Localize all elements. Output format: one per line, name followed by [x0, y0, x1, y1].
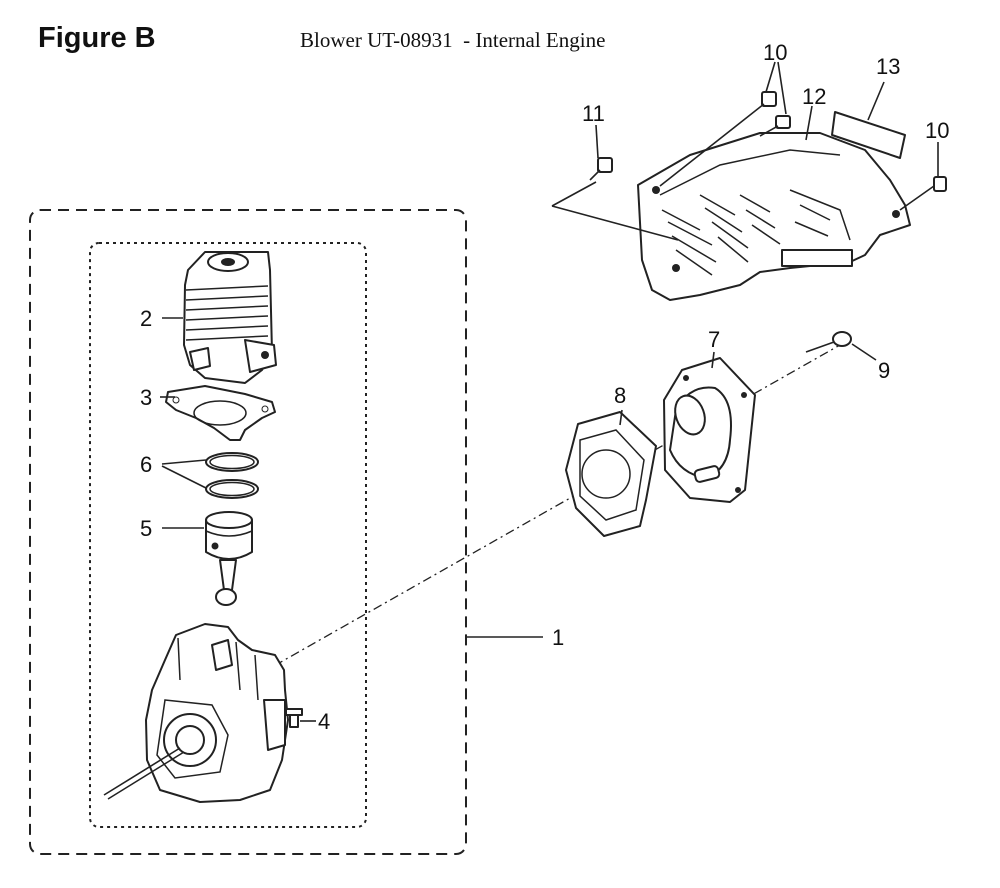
callout-11: 11	[582, 101, 605, 126]
muffler-gasket-part	[565, 411, 657, 537]
callout-10-upper: 10	[763, 40, 787, 65]
inner-kit-boundary	[89, 242, 367, 828]
callout-7: 7	[708, 327, 720, 352]
callout-13: 13	[876, 54, 900, 79]
outer-assembly-boundary	[29, 209, 467, 855]
callout-8: 8	[614, 383, 626, 408]
callout-4: 4	[318, 709, 330, 734]
figure-label: Figure B	[38, 22, 156, 54]
callout-10-right: 10	[925, 118, 949, 143]
label-decal-part	[831, 111, 906, 159]
callout-3: 3	[140, 385, 152, 410]
shroud-screw-left-part	[589, 157, 613, 181]
callout-6: 6	[140, 452, 152, 477]
shroud-screw-right-part	[899, 176, 947, 211]
callout-5: 5	[140, 516, 152, 541]
piston-part	[205, 511, 253, 606]
bolt-part	[805, 331, 852, 353]
shroud-part	[637, 132, 911, 301]
callout-2: 2	[140, 306, 152, 331]
shroud-screw-upper-part	[659, 91, 791, 187]
cylinder-part	[183, 251, 277, 384]
muffler-part	[663, 357, 756, 503]
leader-lines	[160, 61, 939, 722]
callout-1: 1	[552, 625, 564, 650]
figure-title: Blower UT-08931 - Internal Engine	[300, 28, 606, 52]
callout-12: 12	[802, 84, 826, 109]
screw-part	[285, 708, 303, 728]
callout-9: 9	[878, 358, 890, 383]
piston-rings-part	[205, 452, 259, 499]
crankcase-part	[103, 623, 289, 803]
cylinder-gasket-part	[165, 385, 276, 441]
